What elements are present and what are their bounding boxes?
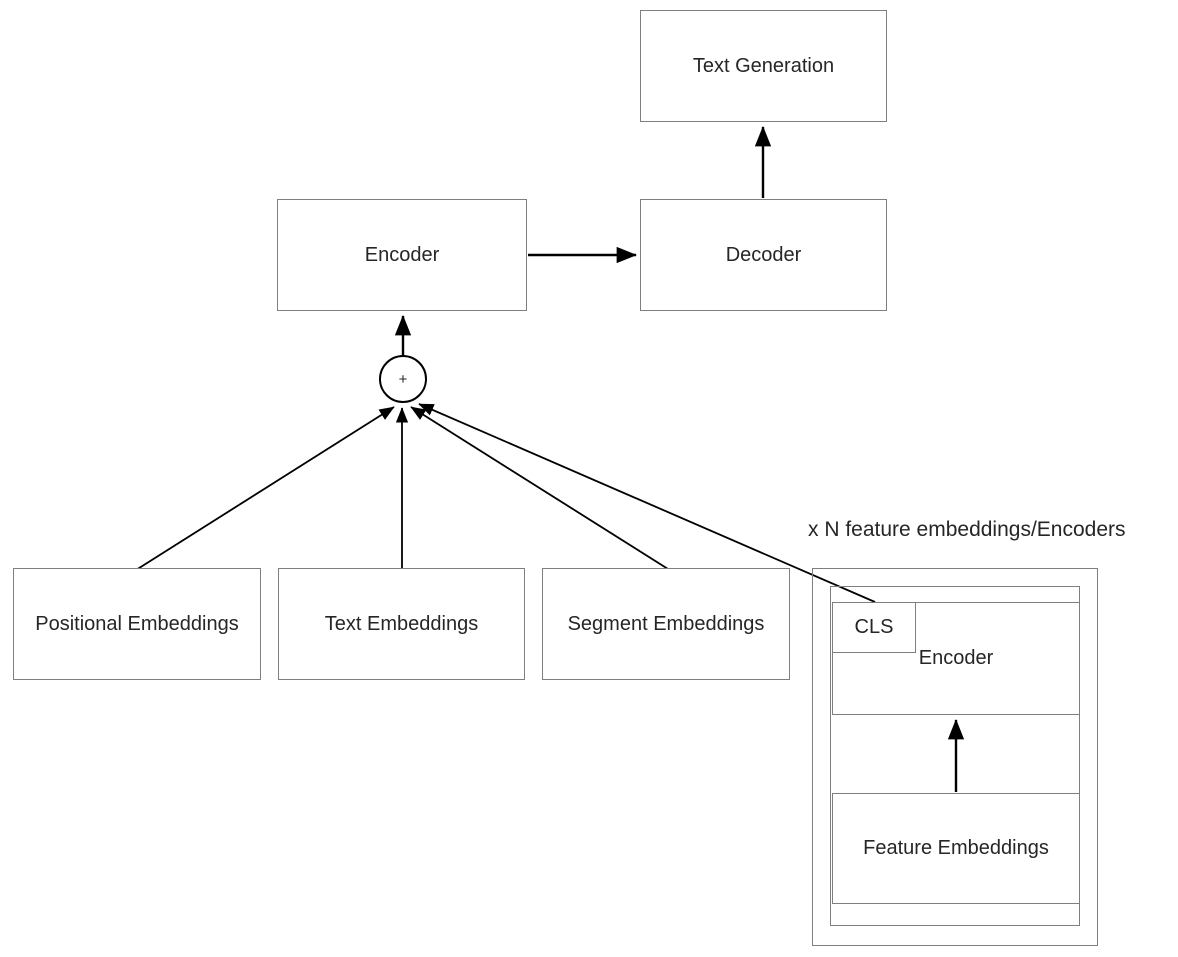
feature-encoder-label: Encoder	[918, 647, 994, 669]
decoder-box: Decoder	[640, 199, 887, 311]
text-generation-label: Text Generation	[692, 54, 835, 77]
feature-group-label: x N feature embeddings/Encoders	[808, 518, 1126, 541]
text-embeddings-label: Text Embeddings	[324, 612, 479, 635]
segment-embeddings-label: Segment Embeddings	[567, 612, 765, 635]
feature-encoder-box: Encoder	[832, 602, 1080, 715]
positional-embeddings-label: Positional Embeddings	[35, 612, 239, 635]
text-embeddings-box: Text Embeddings	[278, 568, 525, 680]
encoder-box: Encoder	[277, 199, 527, 311]
feature-embeddings-label: Feature Embeddings	[863, 837, 1049, 859]
decoder-label: Decoder	[725, 243, 802, 266]
positional-embeddings-box: Positional Embeddings	[13, 568, 261, 680]
encoder-label: Encoder	[364, 243, 440, 266]
edge-positional-to-sum	[135, 406, 395, 571]
cls-label: CLS	[854, 616, 894, 638]
feature-group-inner-frame	[830, 586, 1080, 926]
sum-node-label: +	[398, 370, 408, 388]
feature-group-outer-frame	[812, 568, 1098, 946]
segment-embeddings-box: Segment Embeddings	[542, 568, 790, 680]
edge-segment-to-sum	[410, 406, 669, 570]
sum-node: +	[379, 355, 427, 403]
cls-box: CLS	[832, 602, 916, 653]
feature-embeddings-box: Feature Embeddings	[832, 793, 1080, 904]
text-generation-box: Text Generation	[640, 10, 887, 122]
